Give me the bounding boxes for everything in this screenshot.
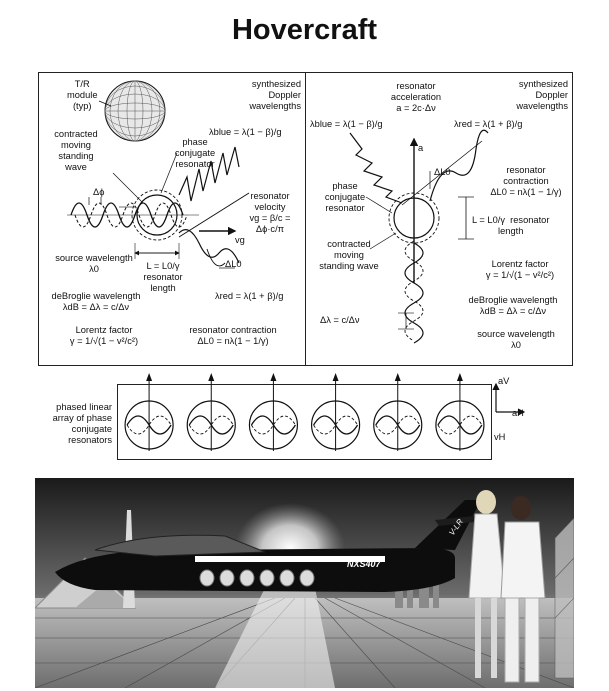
hovercraft-scene-image: V-LR NXS407: [35, 478, 574, 688]
array-resonator: [435, 373, 485, 451]
array-resonator: [373, 373, 423, 451]
phased-array-panel: [117, 373, 492, 460]
left-delta-l0-label: ΔL0: [225, 259, 242, 269]
left-resonator-length-label: L = L0/γ resonator length: [143, 261, 183, 293]
array-resonator: [186, 373, 236, 451]
right-synth-doppler-label: synthesized Doppler wavelengths: [516, 79, 568, 111]
array-caption: phased linear array of phase conjugate r…: [52, 402, 112, 445]
array-resonator: [248, 373, 299, 451]
right-vertical-wave: [404, 242, 424, 344]
left-lambda-blue: λblue = λ(1 − β)/g: [209, 127, 282, 137]
left-diagram-graphics: [67, 80, 250, 269]
hull-window: [259, 569, 275, 587]
right-lambda-blue: λblue = λ(1 − β)/g: [310, 119, 383, 129]
left-diagram-panel: T/R module (typ) synthesized Doppler wav…: [38, 72, 307, 366]
phased-array-graphics: [124, 373, 485, 451]
right-lorentz-label: Lorentz factor γ = 1/√(1 − v²/c²): [485, 259, 555, 280]
hull-window: [239, 569, 255, 587]
page-title: Hovercraft: [231, 14, 378, 46]
left-standing-wave: [70, 202, 184, 228]
left-contracted-wave-label: contracted moving standing wave: [54, 129, 98, 172]
left-red-wave: [178, 229, 240, 264]
right-diagram-panel: resonator acceleration a = 2c·Δν synthes…: [305, 72, 573, 366]
a-v-label: aV: [498, 376, 510, 386]
array-axes: [492, 382, 526, 416]
tail-fin: [415, 500, 481, 550]
hull-window: [219, 569, 235, 587]
right-phase-conjugate-label: phase conjugate resonator: [324, 181, 366, 213]
right-contracted-wave-label: contracted moving standing wave: [319, 239, 379, 271]
left-standing-wave-dashed: [74, 202, 188, 228]
left-synth-doppler-label: synthesized Doppler wavelengths: [249, 79, 301, 111]
right-red-wave: [429, 129, 489, 202]
woman-figure: [468, 490, 506, 678]
right-resonator-length-label: L = L0/γ resonator length: [472, 215, 550, 236]
left-lorentz-label: Lorentz factor γ = 1/√(1 − v²/c²): [69, 325, 139, 346]
v-h-label: vH: [494, 432, 506, 442]
tr-module-label: T/R module (typ): [67, 79, 98, 111]
right-delta-l0-label: ΔL0: [434, 167, 451, 177]
left-contraction-label: resonator contraction ΔL0 = nλ(1 − 1/γ): [189, 325, 277, 346]
a-h-label: aH: [512, 408, 524, 418]
right-source-wavelength-label: source wavelength λ0: [477, 329, 555, 350]
right-lambda-red: λred = λ(1 + β)/g: [454, 119, 523, 129]
tr-module-sphere: [104, 80, 166, 142]
hull-window: [279, 569, 295, 587]
delta-phi-label: Δϕ: [93, 187, 105, 197]
left-phase-conjugate-label: phase conjugate resonator: [174, 137, 216, 169]
right-debroglie-label: deBroglie wavelength λdB = Δλ = c/Δν: [468, 295, 558, 316]
left-blue-wave: [178, 146, 240, 202]
left-debroglie-label: deBroglie wavelength λdB = Δλ = c/Δν: [51, 291, 141, 312]
hovercraft-vehicle: [55, 500, 493, 592]
acceleration-label: resonator acceleration a = 2c·Δν: [390, 81, 442, 113]
right-contraction-label: resonator contraction ΔL0 = nλ(1 − 1/γ): [490, 165, 562, 197]
resonator-velocity-label: resonator velocity vg = β/c = Δϕ·c/π: [249, 191, 291, 234]
array-resonator: [124, 373, 174, 451]
array-resonator: [310, 373, 361, 451]
right-resonator: [388, 192, 440, 244]
right-blue-wave: [349, 132, 403, 204]
delta-lambda-label: Δλ = c/Δν: [320, 315, 360, 325]
registration-marking: NXS407: [347, 559, 382, 569]
left-source-wavelength-label: source wavelength λ0: [55, 253, 133, 274]
hovercraft-windows: [199, 569, 315, 587]
right-diagram-graphics: [349, 129, 489, 344]
hull-window: [299, 569, 315, 587]
hull-window: [199, 569, 215, 587]
glass-structure: [554, 517, 574, 679]
a-axis-label: a: [418, 143, 424, 153]
vg-label: vg: [235, 235, 245, 245]
left-lambda-red: λred = λ(1 + β)/g: [215, 291, 284, 301]
scene-graphics: V-LR NXS407: [35, 478, 574, 688]
man-figure: [500, 496, 546, 683]
